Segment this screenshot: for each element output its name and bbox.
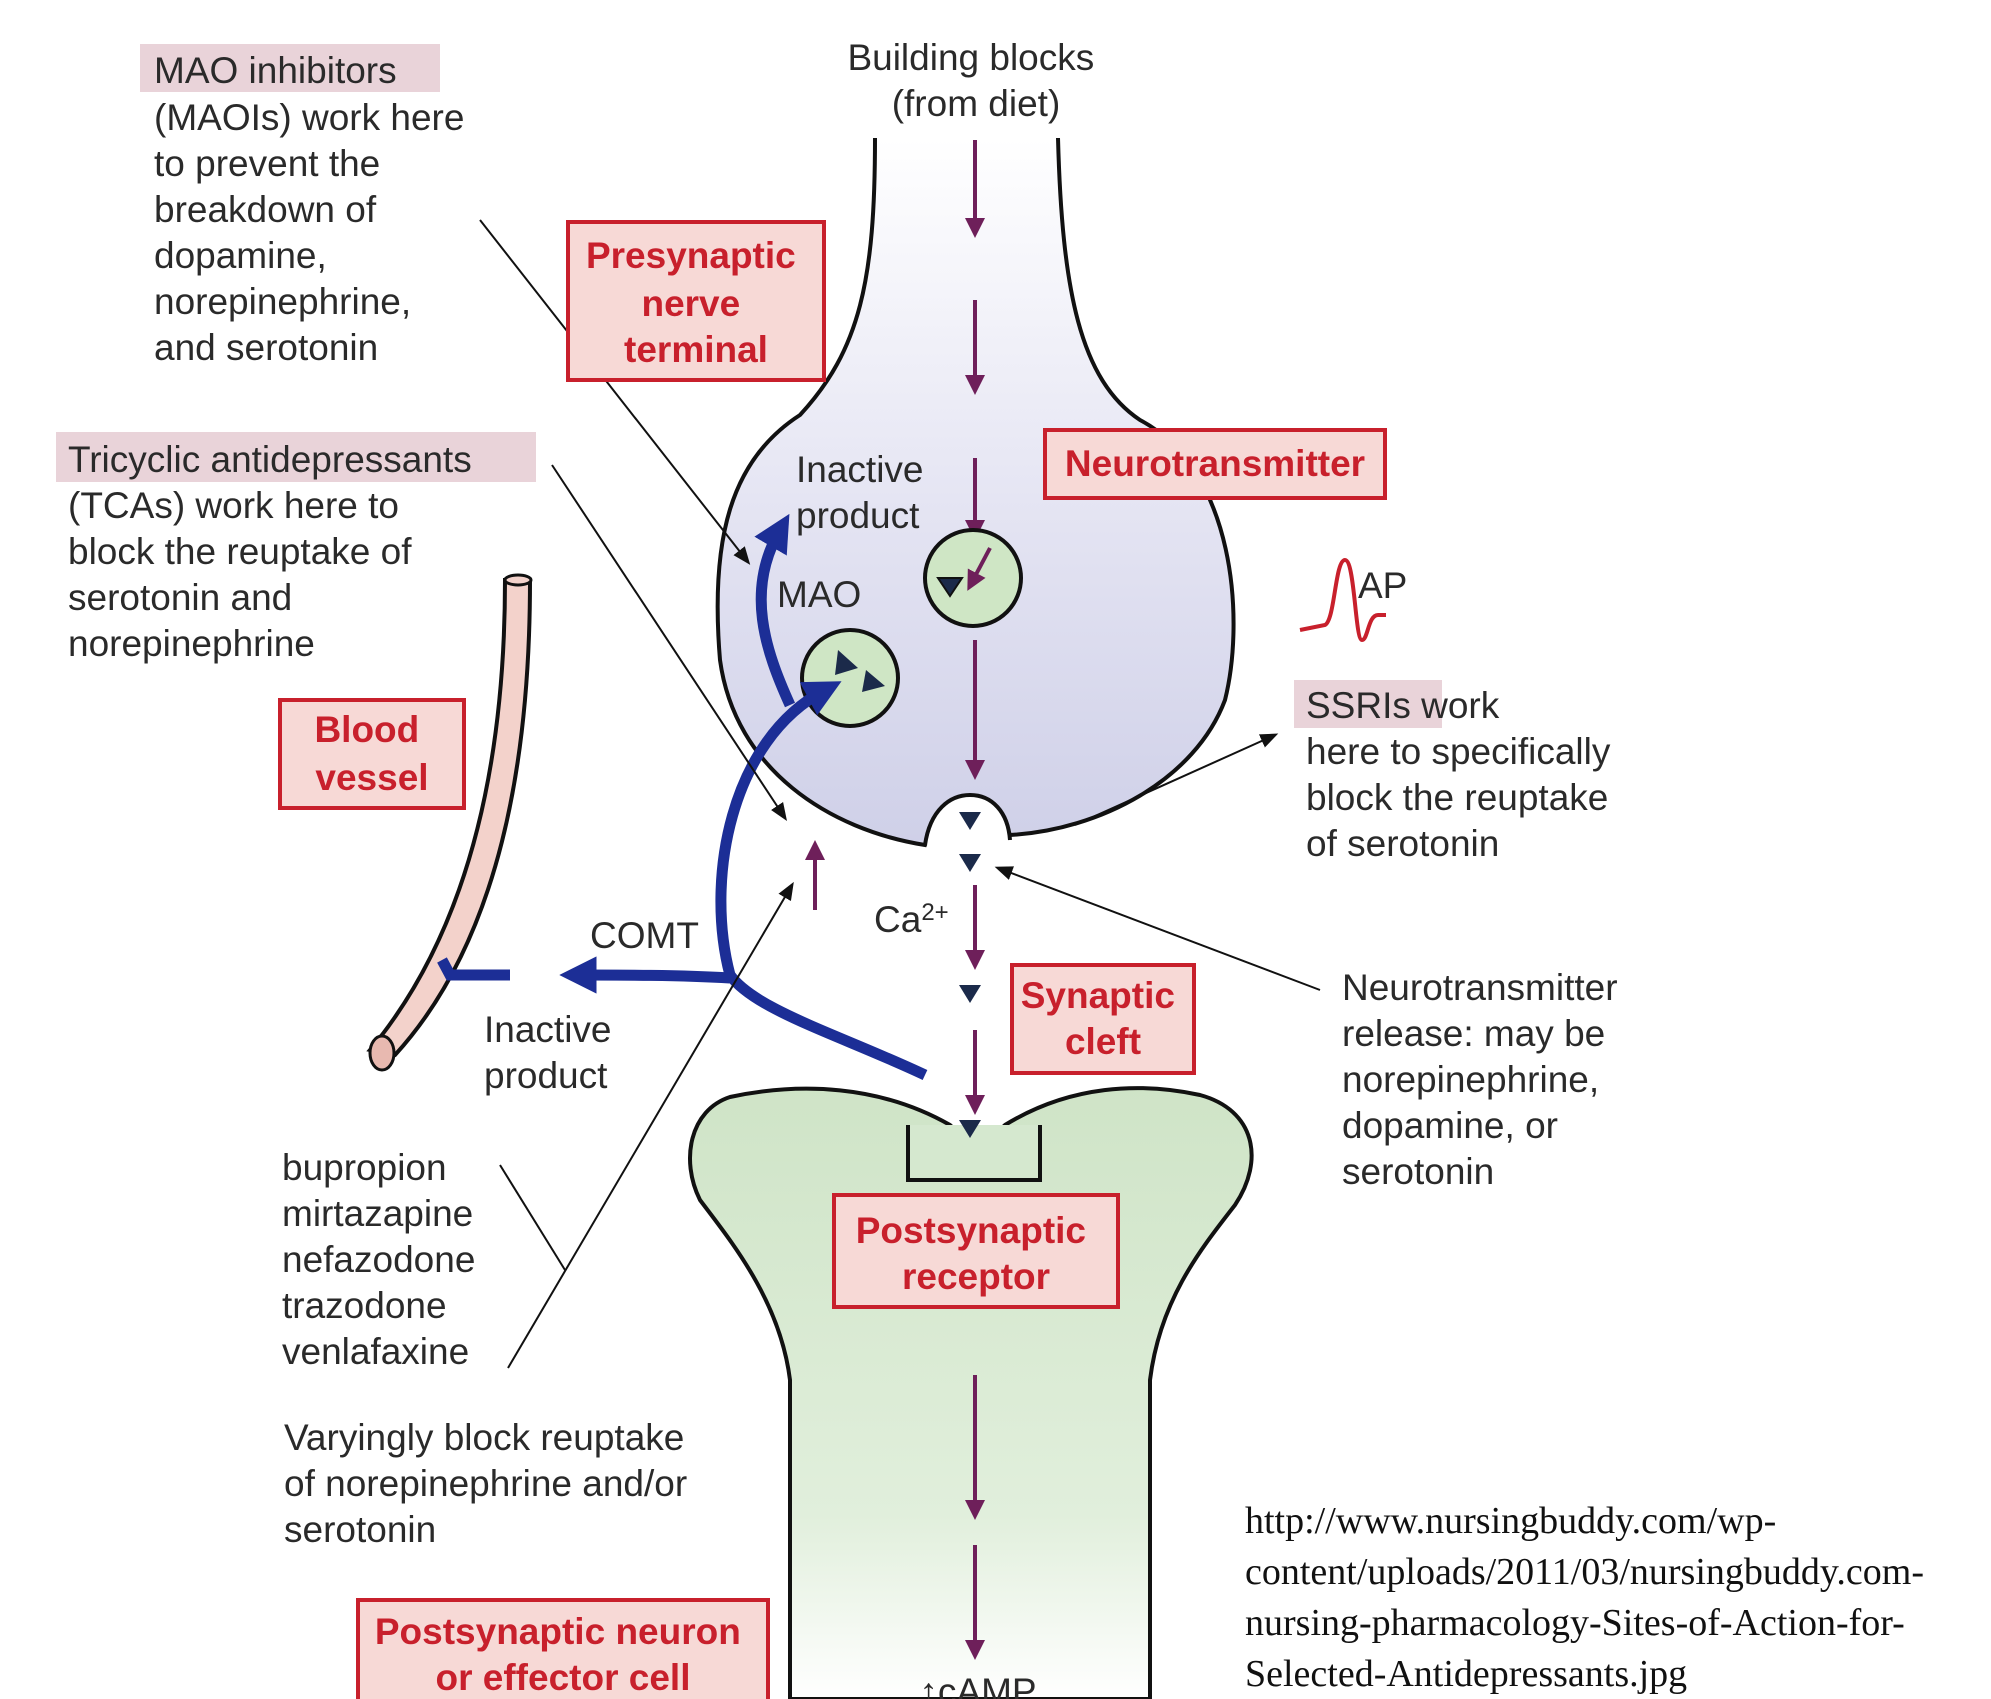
varyingly-description: Varyingly block reuptake of norepinephri… (284, 1417, 697, 1550)
drug-list: bupropion mirtazapine nefazodone trazodo… (282, 1147, 486, 1372)
blood-vessel-end (370, 1036, 394, 1070)
released-neurotransmitter (959, 812, 981, 1138)
mao-label: MAO (777, 574, 861, 615)
maoi-description: (MAOIs) work here to prevent the breakdo… (154, 97, 475, 368)
blood-vessel (370, 580, 530, 1055)
comt-label: COMT (590, 915, 699, 956)
ssri-header: SSRIs work (1306, 685, 1500, 726)
calcium-label: Ca2+ (874, 899, 949, 940)
drug-list-bracket (500, 1165, 565, 1270)
camp-label: ↑cAMP (919, 1671, 1036, 1699)
building-blocks-label: Building blocks (from diet) (847, 37, 1104, 124)
release-description: Neurotransmitter release: may be norepin… (1342, 967, 1628, 1192)
receptor-site (908, 1125, 1040, 1180)
inactive-product-bottom: Inactive product (484, 1009, 622, 1096)
vesicle-mao (802, 630, 898, 726)
neurotransmitter-label: Neurotransmitter (1065, 443, 1365, 484)
tca-description: (TCAs) work here to block the reuptake o… (68, 485, 422, 664)
tca-header: Tricyclic antidepressants (68, 439, 472, 480)
maoi-header: MAO inhibitors (154, 50, 397, 91)
blood-vessel-opening (505, 575, 531, 585)
ap-label: AP (1358, 565, 1407, 606)
ssri-description: here to specifically block the reuptake … (1306, 731, 1621, 864)
source-url: http://www.nursingbuddy.com/wp- content/… (1245, 1500, 1934, 1695)
